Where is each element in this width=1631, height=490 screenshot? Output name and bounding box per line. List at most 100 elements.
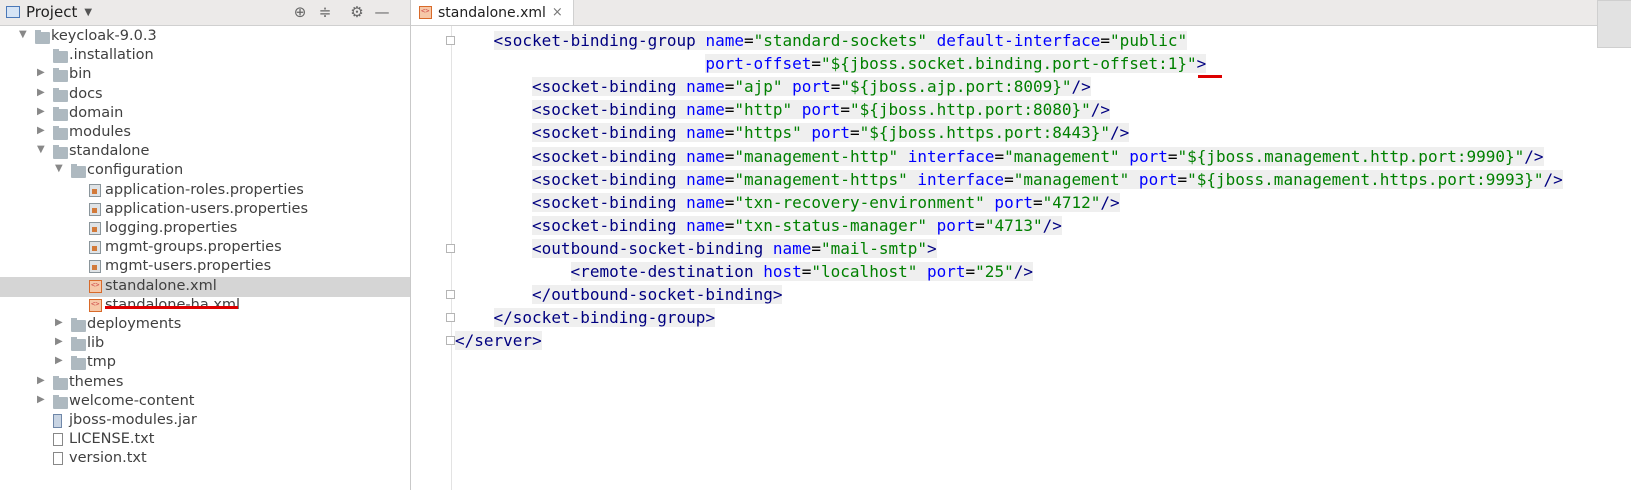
editor-gutter <box>411 26 455 490</box>
tree-item[interactable]: version.txt <box>0 449 410 469</box>
tree-item[interactable]: application-users.properties <box>0 200 410 220</box>
tree-item[interactable]: ▶lib <box>0 334 410 354</box>
tree-item[interactable]: jboss-modules.jar <box>0 411 410 431</box>
code-token: <remote-destination <box>570 262 754 281</box>
properties-icon <box>89 260 101 274</box>
chevron-right-icon[interactable]: ▶ <box>55 317 63 328</box>
code-token: /> <box>1071 77 1091 97</box>
code-token: = <box>1032 192 1043 212</box>
tree-item[interactable]: standalone.xml <box>0 276 410 297</box>
tree-item[interactable]: ▶ bin <box>0 65 410 85</box>
chevron-right-icon[interactable]: ▶ <box>37 125 45 136</box>
fold-marker-icon[interactable] <box>446 313 455 323</box>
chevron-right-icon[interactable]: ▶ <box>37 67 45 79</box>
tree-item[interactable]: ▶domain <box>0 104 410 124</box>
code-token: "txn-recovery-environment" <box>734 192 985 212</box>
fold-marker-icon[interactable] <box>446 36 455 45</box>
code-token: = <box>1004 169 1014 189</box>
tree-item[interactable]: ▶ docs <box>0 85 410 105</box>
tree-item[interactable]: ▼keycloak-9.0.3 <box>0 27 410 47</box>
code-token: "4712" <box>1042 192 1101 212</box>
code-token: name <box>763 238 812 258</box>
code-token: "${jboss.https.port:8443}" <box>859 123 1111 143</box>
code-token: name <box>676 192 725 212</box>
code-token: interface <box>907 169 1005 189</box>
project-panel-header: Project ▼ ⊕ ≑ ⚙ — <box>0 0 410 26</box>
tree-item[interactable]: ▶tmp <box>0 353 410 373</box>
code-token: port <box>927 215 976 235</box>
chevron-down-icon[interactable]: ▼ <box>55 163 63 175</box>
folder-icon <box>53 68 68 83</box>
code-token: name <box>676 123 725 143</box>
code-line: <socket-binding-group name="standard-soc… <box>493 29 1188 52</box>
chevron-down-icon[interactable]: ▼ <box>37 144 45 156</box>
chevron-right-icon[interactable]: ▶ <box>55 355 63 367</box>
tree-item[interactable]: ▼configuration <box>0 161 410 181</box>
tab-standalone-xml[interactable]: standalone.xml × <box>411 0 574 25</box>
tree-item-label: LICENSE.txt <box>69 431 155 448</box>
fold-marker-icon[interactable] <box>446 290 455 300</box>
code-token: <outbound-socket-binding <box>532 238 764 258</box>
code-token: <socket-binding <box>532 169 677 189</box>
code-token: <socket-binding <box>532 192 677 212</box>
scrollbar-thumb[interactable] <box>1597 0 1631 48</box>
folder-icon <box>53 145 68 160</box>
editor: standalone.xml × <socket-binding-group n… <box>411 0 1631 490</box>
hide-icon[interactable]: — <box>374 3 390 21</box>
code-token: port-offset <box>705 54 812 74</box>
tree-item[interactable]: mgmt-groups.properties <box>0 238 410 258</box>
chevron-right-icon[interactable]: ▶ <box>37 86 45 98</box>
editor-tab-bar: standalone.xml × <box>411 0 1631 26</box>
tree-item[interactable]: mgmt-users.properties <box>0 257 410 277</box>
code-token: </server> <box>455 331 542 351</box>
code-line: <socket-binding name="http" port="${jbos… <box>532 98 1111 121</box>
code-token: port <box>801 123 850 143</box>
tree-item[interactable]: application-roles.properties <box>0 181 410 201</box>
gear-icon[interactable]: ⚙ <box>350 3 364 21</box>
tree-item-label: version.txt <box>69 450 147 467</box>
code-token: /> <box>1100 192 1120 212</box>
chevron-right-icon[interactable]: ▶ <box>37 393 45 405</box>
xml-icon <box>89 279 102 293</box>
code-token: /> <box>1524 146 1544 166</box>
tree-item-label: bin <box>69 66 92 83</box>
tree-item[interactable]: ▶modules <box>0 123 410 143</box>
code-token: = <box>724 77 735 97</box>
code-line-content: <socket-binding name="management-http" i… <box>532 146 1544 166</box>
tree-item[interactable]: LICENSE.txt <box>0 430 410 450</box>
code-line: <remote-destination host="localhost" por… <box>570 260 1033 283</box>
code-token: port <box>917 262 966 281</box>
code-token: "ajp" <box>734 77 783 97</box>
close-icon[interactable]: × <box>551 5 563 20</box>
tree-item[interactable]: logging.properties <box>0 219 410 239</box>
tree-item-label: docs <box>69 85 103 102</box>
properties-icon <box>89 222 101 235</box>
tree-item[interactable]: ▶themes <box>0 373 410 393</box>
fold-marker-icon[interactable] <box>446 336 455 346</box>
code-line: <socket-binding name="ajp" port="${jboss… <box>532 75 1091 98</box>
code-token: "management" <box>1004 146 1120 166</box>
chevron-down-icon[interactable]: ▼ <box>19 29 27 40</box>
locate-icon[interactable]: ⊕ <box>293 3 307 21</box>
tree-item[interactable]: .installation <box>0 46 410 66</box>
collapse-all-icon[interactable]: ≑ <box>318 3 332 21</box>
folder-icon <box>53 87 68 102</box>
code-token: = <box>724 100 735 120</box>
tree-item[interactable]: ▶deployments <box>0 315 410 335</box>
code-line-content: </outbound-socket-binding> <box>532 285 783 305</box>
chevron-right-icon[interactable]: ▶ <box>55 336 63 348</box>
annotation-underline <box>1198 75 1222 78</box>
code-token: = <box>743 31 754 50</box>
fold-marker-icon[interactable] <box>446 243 455 253</box>
code-line: <socket-binding name="txn-status-manager… <box>532 214 1062 237</box>
tree-item[interactable]: ▶welcome-content <box>0 392 410 412</box>
chevron-right-icon[interactable]: ▶ <box>37 105 45 117</box>
tree-item[interactable]: ▼standalone <box>0 142 410 162</box>
code-token: "${jboss.http.port:8080}" <box>849 100 1091 120</box>
project-view-selector[interactable]: Project ▼ <box>6 3 92 21</box>
code-line: </socket-binding-group> <box>493 306 716 329</box>
code-token: = <box>994 146 1005 166</box>
code-token: name <box>676 146 725 166</box>
code-token: "${jboss.management.https.port:9993}" <box>1187 169 1544 189</box>
chevron-right-icon[interactable]: ▶ <box>37 374 45 386</box>
